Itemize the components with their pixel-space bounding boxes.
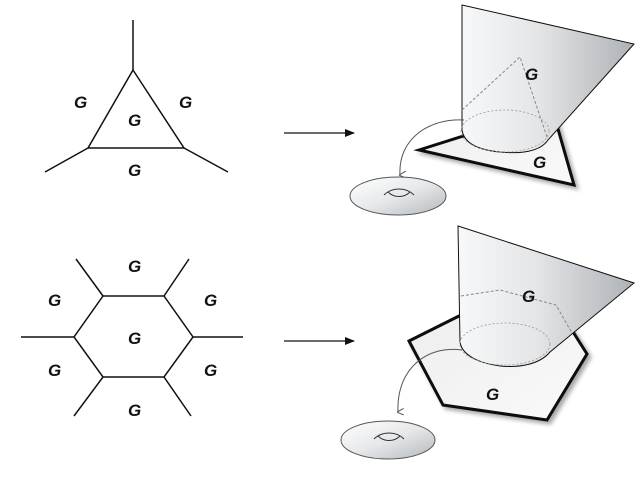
label-g-hex-top: G xyxy=(128,257,141,276)
label-g-tri-center: G xyxy=(128,111,141,130)
label-g-tri-left: G xyxy=(74,93,87,112)
label-g-base-top: G xyxy=(533,153,546,172)
connector-bottom xyxy=(398,348,463,412)
hex-edge-2 xyxy=(163,258,190,297)
cone-rim xyxy=(460,109,550,153)
cone-rim-bottom xyxy=(459,322,551,366)
hex-edge-4 xyxy=(163,376,192,417)
label-g-cone-bottom: G xyxy=(522,287,535,306)
connector-top xyxy=(400,119,465,175)
triangle-edge-left xyxy=(44,147,89,173)
label-g-hex-upper-left: G xyxy=(48,291,61,310)
label-g-base-bottom: G xyxy=(486,385,499,404)
triangle-cone xyxy=(461,4,635,154)
label-g-tri-right: G xyxy=(179,93,192,112)
hex-edge-1 xyxy=(75,258,104,297)
hex-edge-5 xyxy=(73,376,104,417)
disk-handle-icon-bottom xyxy=(373,432,405,441)
label-g-hex-lower-right: G xyxy=(204,361,217,380)
label-g-hex-lower-left: G xyxy=(48,361,61,380)
hexagon-cone-figure xyxy=(340,225,636,460)
triangle-graph xyxy=(44,20,229,173)
disk-handle-icon xyxy=(383,188,415,197)
triangle-face xyxy=(86,68,186,149)
triangle-cone-figure xyxy=(349,4,635,216)
label-g-hex-upper-right: G xyxy=(204,291,217,310)
label-g-hex-bottom: G xyxy=(128,401,141,420)
triangle-edge-right xyxy=(183,147,229,173)
label-g-hex-center: G xyxy=(128,329,141,348)
label-g-cone-top: G xyxy=(525,65,538,84)
hexagon-cone xyxy=(457,225,636,367)
hexagon-graph xyxy=(21,258,243,417)
hidden-edges xyxy=(461,56,549,141)
label-g-tri-bottom: G xyxy=(128,161,141,180)
